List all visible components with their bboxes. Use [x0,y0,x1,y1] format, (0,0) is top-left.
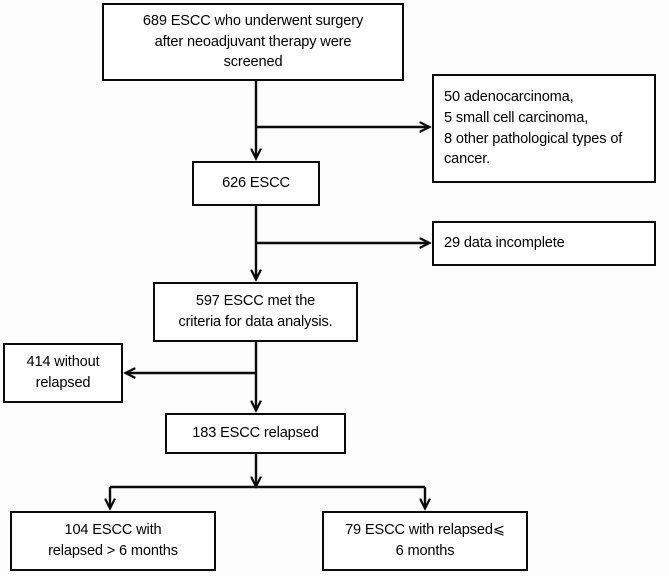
node-escc-597-line-2: criteria for data analysis. [178,314,333,330]
node-escc-626-line-1: 626 ESCC [222,175,290,192]
node-screened-line-3: screened [223,54,283,71]
node-screened-line-1: 689 ESCC who underwent surgery [142,12,364,29]
node-excluded-pathology-line-2: 5 small cell carcinoma, [444,109,589,126]
node-escc-597-analyzed: 597 ESCC met the criteria for data analy… [153,282,358,342]
node-without-relapse-line-1: 414 without [26,354,100,371]
node-excluded-pathology-line-1: 50 adenocarcinoma, [444,89,574,106]
node-excluded-pathology: 50 adenocarcinoma, 5 small cell carcinom… [432,74,656,183]
node-relapsed-183-line-1: 183 ESCC relapsed [192,425,319,442]
node-excluded-pathology-line-4: cancer. [444,151,491,168]
node-screened-line-2: after neoadjuvant therapy were [154,33,352,50]
node-relapse-greater-than-6-months: 104 ESCC with relapsed > 6 months [10,511,216,571]
node-relapse-gt6-line-1: 104 ESCC with [64,522,162,539]
node-relapse-gt6-line-2: relapsed > 6 months [48,543,178,559]
node-excluded-data-incomplete: 29 data incomplete [432,221,656,266]
node-relapse-less-equal-6-months: 79 ESCC with relapsed⩽ 6 months [322,511,528,571]
node-without-relapse-line-2: relapsed [35,375,91,391]
node-relapse-le6-line-1: 79 ESCC with relapsed⩽ [345,522,505,539]
node-escc-597-line-1: 597 ESCC met the [195,293,316,310]
node-escc-626: 626 ESCC [192,161,320,206]
node-excluded-data-line-1: 29 data incomplete [444,235,565,252]
node-screened-cohort: 689 ESCC who underwent surgery after neo… [102,3,404,81]
node-excluded-pathology-line-3: 8 other pathological types of [444,130,623,147]
node-relapsed-183: 183 ESCC relapsed [165,413,346,454]
node-without-relapse: 414 without relapsed [3,343,123,403]
node-relapse-le6-line-2: 6 months [395,543,455,559]
